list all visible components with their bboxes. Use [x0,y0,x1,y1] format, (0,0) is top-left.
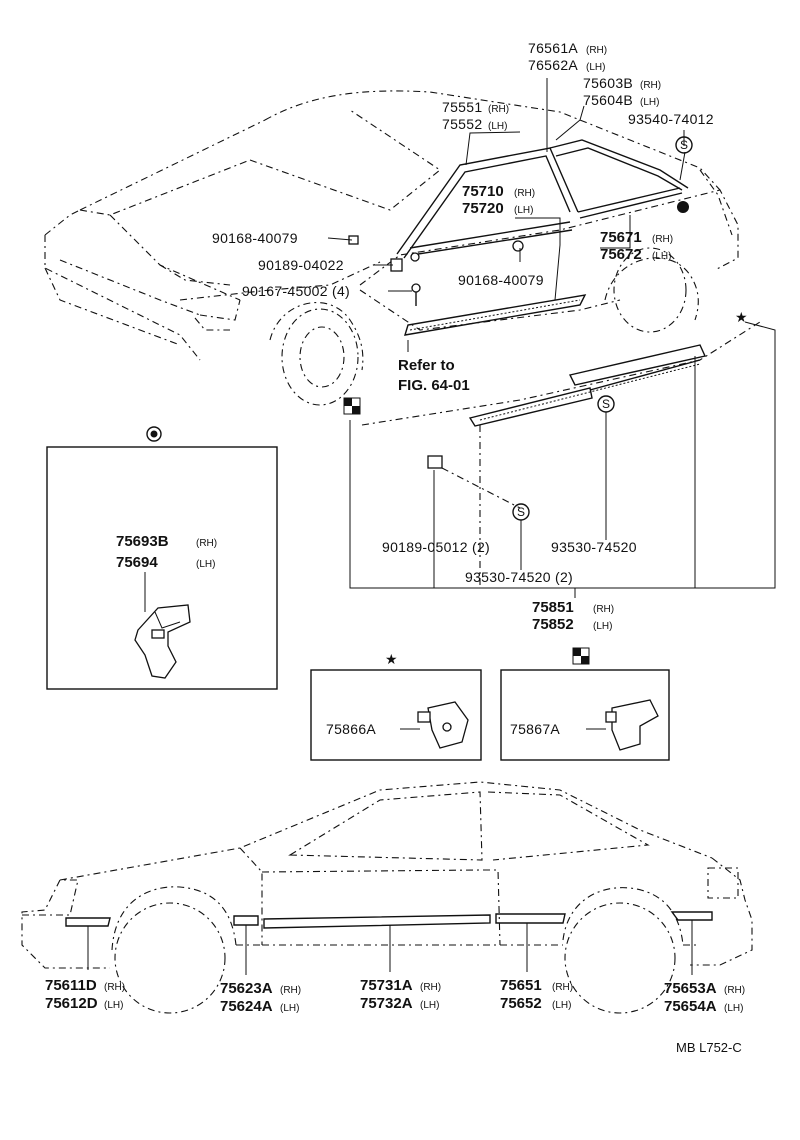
callout-75710: 75710 [462,183,504,200]
window-moldings [348,139,689,336]
callout-75671: 75671 [600,229,642,246]
callout-75653A: 75653A [664,980,717,997]
callout-75551: 75551 [442,99,482,115]
callout-75652: 75652 [500,995,542,1012]
clip-box-75866A: ★ 75866A [310,651,482,761]
svg-text:(RH): (RH) [640,80,661,91]
callout-93530-74520-a: 93530-74520 [551,539,637,555]
svg-text:(RH): (RH) [196,538,217,549]
callout-75624A: 75624A [220,998,273,1015]
callout-75866A: 75866A [326,721,376,737]
callout-75604B: 75604B [583,92,633,108]
s-mark-93540: S [675,136,693,154]
svg-text:S: S [680,138,688,152]
refer-text-line2: FIG. 64-01 [398,377,470,394]
svg-text:(LH): (LH) [280,1003,299,1014]
svg-text:(LH): (LH) [420,1000,439,1011]
svg-text:S: S [602,397,610,411]
svg-text:(LH): (LH) [593,621,612,632]
svg-text:S: S [517,505,525,519]
star-icon-1: ★ [735,309,748,325]
callout-90167-45002: 90167-45002 (4) [242,283,350,299]
svg-text:(LH): (LH) [104,1000,123,1011]
svg-text:(LH): (LH) [514,205,533,216]
callout-90168-40079-a: 90168-40079 [212,230,298,246]
svg-text:(RH): (RH) [514,188,535,199]
svg-text:(RH): (RH) [488,104,509,115]
callout-75552: 75552 [442,116,482,132]
top-callouts: 76561A (RH) 76562A (LH) 75603B (RH) 7560… [212,40,714,394]
callout-75672: 75672 [600,246,642,263]
svg-text:(RH): (RH) [593,604,614,615]
star-icon-2: ★ [385,651,398,667]
bottom-callouts: 75611D (RH) 75612D (LH) 75623A (RH) 7562… [45,977,745,1055]
svg-text:(LH): (LH) [652,251,671,262]
callout-93530-74520-b: 93530-74520 (2) [465,569,573,585]
clip-box-75867A: 75867A [500,647,670,761]
callout-75732A: 75732A [360,995,413,1012]
side-molding-exploded: ★ S S 90189-05012 (2) 93530-74520 93530-… [343,309,776,633]
callout-75851: 75851 [532,599,574,616]
callout-75867A: 75867A [510,721,560,737]
top-leader-lines [327,78,686,352]
callout-76562A: 76562A [528,57,578,73]
clip-box-75693B: 75693B (RH) 75694 (LH) [46,426,278,690]
svg-text:(LH): (LH) [488,121,507,132]
svg-text:(LH): (LH) [724,1003,743,1014]
callout-75693B: 75693B [116,533,169,550]
callout-90189-05012: 90189-05012 (2) [382,539,490,555]
top-car-drawing [44,90,739,406]
callout-90168-40079-b: 90168-40079 [458,272,544,288]
svg-text:(RH): (RH) [652,234,673,245]
callout-75612D: 75612D [45,995,98,1012]
callout-75720: 75720 [462,200,504,217]
bottom-moldings [65,911,713,929]
svg-text:(RH): (RH) [280,985,301,996]
callout-76561A: 76561A [528,40,578,56]
callout-75611D: 75611D [45,977,97,994]
callout-75654A: 75654A [664,998,717,1015]
callout-75623A: 75623A [220,980,273,997]
callout-75731A: 75731A [360,977,413,994]
checker-flag-icon-2 [572,647,590,665]
callout-75694: 75694 [116,554,158,571]
callout-90189-04022: 90189-04022 [258,257,344,273]
svg-text:(RH): (RH) [586,45,607,56]
svg-text:(LH): (LH) [196,559,215,570]
svg-text:(RH): (RH) [552,982,573,993]
svg-text:(LH): (LH) [552,1000,571,1011]
bottom-leader-lines [87,920,693,975]
callout-75603B: 75603B [583,75,633,91]
checker-flag-icon-1 [343,397,361,415]
refer-text-line1: Refer to [398,357,455,374]
svg-text:(LH): (LH) [586,62,605,73]
svg-text:(RH): (RH) [420,982,441,993]
callout-75852: 75852 [532,616,574,633]
svg-text:(RH): (RH) [104,982,125,993]
bottom-car-drawing [21,781,753,1014]
callout-93540-74012: 93540-74012 [628,111,714,127]
svg-text:(RH): (RH) [724,985,745,996]
callout-75651: 75651 [500,977,542,994]
diagram-code: MB L752-C [676,1040,742,1055]
svg-text:(LH): (LH) [640,97,659,108]
